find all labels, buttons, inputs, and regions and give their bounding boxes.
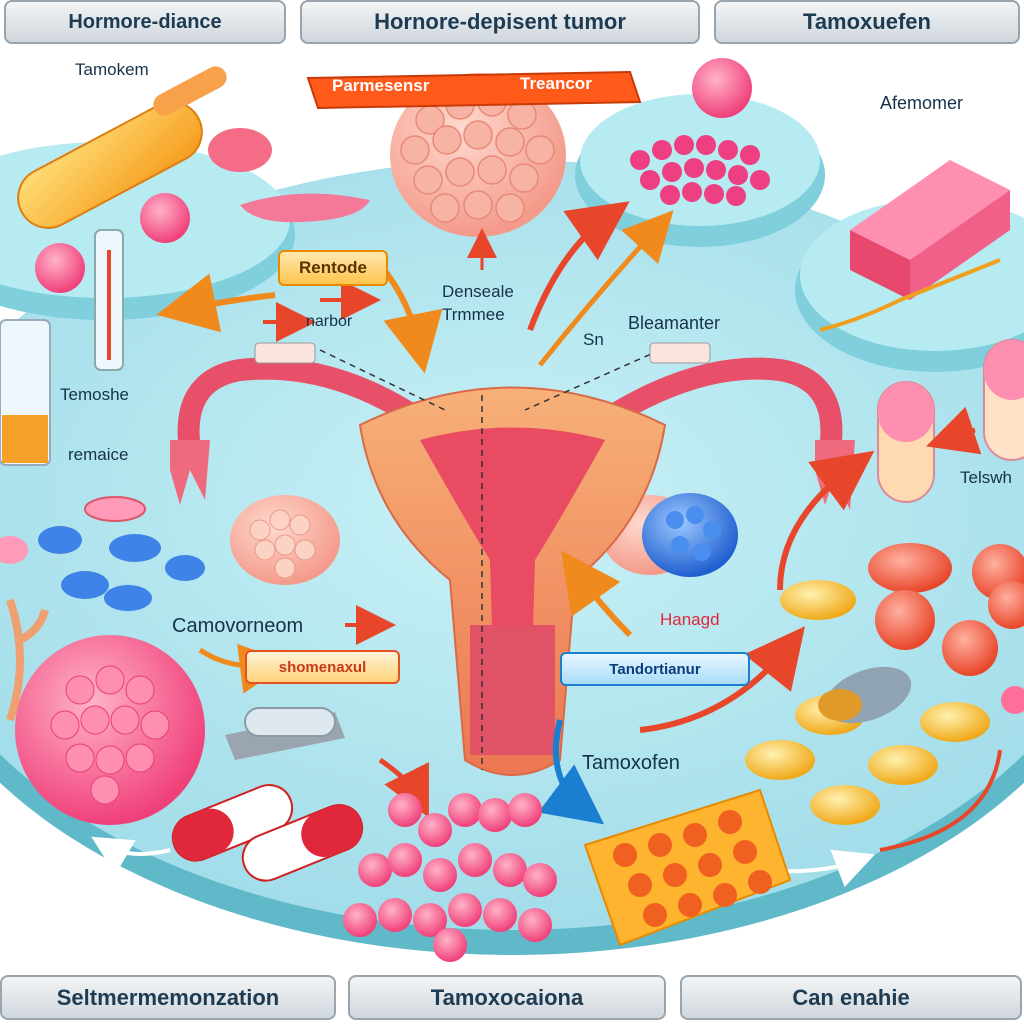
tumor-blue-icon — [642, 493, 738, 577]
cell-cluster-icon — [630, 135, 770, 206]
bottom-right-box[interactable]: Can enahie — [680, 975, 1022, 1020]
capsule-red-icon — [171, 784, 294, 862]
cell-ball-icon — [35, 243, 85, 293]
label-temoshe: Temoshe — [60, 385, 129, 404]
label-rentode[interactable]: Rentode — [278, 250, 388, 286]
pill-pile-icon — [343, 793, 557, 962]
label-tamoxofen: Tamoxofen — [582, 752, 680, 774]
ovary-right — [602, 493, 738, 577]
label-tandortianur[interactable]: Tandortianur — [560, 652, 750, 686]
tumor-large-icon — [15, 635, 205, 825]
label-afemomer: Afemomer — [880, 93, 964, 113]
top-right-box[interactable]: Tamoxuefen — [714, 0, 1020, 44]
nerve-icon — [6, 598, 49, 722]
top-right-label: Tamoxuefen — [803, 9, 931, 34]
softgel-icons — [745, 543, 1024, 825]
top-left-box[interactable]: Hormore-diance — [4, 0, 286, 44]
bottom-center-box[interactable]: Tamoxocaiona — [348, 975, 666, 1020]
tumor-cluster-icon — [390, 73, 566, 237]
arrow-orange — [538, 210, 674, 367]
cell-ball-icon — [140, 193, 190, 243]
top-center-box[interactable]: Hornore-depisent tumor — [300, 0, 700, 44]
label-remaice: remaice — [68, 445, 129, 464]
top-center-label: Hornore-depisent tumor — [374, 9, 626, 34]
label-sn: Sn — [583, 330, 604, 349]
tube-clip-icon — [254, 342, 316, 364]
top-left-label: Hormore-diance — [68, 10, 222, 33]
rod-capsule-icon — [17, 66, 227, 229]
blister-pack-icon — [583, 788, 792, 947]
bottom-right-label: Can enahie — [792, 984, 910, 1010]
label-trmmee: Trmmee — [442, 305, 505, 324]
tablet-blocks-icon — [850, 160, 1010, 300]
capsule-red-icon — [241, 804, 364, 882]
tissue-strip-icon — [240, 193, 370, 223]
hormone-sphere-icon — [692, 58, 752, 118]
pills-icon — [0, 496, 205, 611]
label-denseale: Denseale — [442, 282, 514, 301]
label-hanagd: Hanagd — [660, 610, 720, 629]
beaker-icon — [0, 319, 51, 466]
label-telswh: Telswh — [960, 468, 1012, 487]
arrow-orange — [156, 273, 276, 333]
fish-oil-icon — [818, 666, 912, 724]
arrow-orange — [561, 550, 633, 638]
arrow-red — [777, 450, 875, 591]
connector-line — [819, 258, 1001, 332]
banner-left-label: Parmesensr — [332, 76, 430, 95]
tube-clip-icon — [649, 342, 711, 364]
label-narbor: narbor — [306, 313, 353, 330]
tissue-blob-icon — [208, 128, 272, 172]
ovary-left — [230, 495, 340, 585]
uterus — [358, 386, 667, 776]
fallopian-tubes — [177, 357, 843, 461]
flow-arrow — [91, 836, 171, 875]
label-bleamanter: Bleamanter — [628, 313, 721, 333]
label-tamokem: Tamokem — [75, 60, 149, 79]
arrow-red — [527, 201, 630, 332]
thermometer-icon — [94, 229, 124, 371]
arrow-blue — [538, 719, 605, 825]
label-shomenaxul[interactable]: shomenaxul — [245, 650, 400, 684]
flow-arrow — [309, 123, 396, 162]
banner-right-label: Treancor — [520, 74, 592, 93]
bottom-center-label: Tamoxocaiona — [430, 984, 584, 1010]
arrow-red — [639, 626, 805, 733]
bottom-left-label: Seltmermemonzation — [56, 984, 280, 1010]
tablet-icon — [225, 707, 345, 760]
banner-ribbon — [306, 70, 642, 110]
label-camovorneom: Camovorneom — [172, 615, 304, 637]
bottom-left-box[interactable]: Seltmermemonzation — [0, 975, 336, 1020]
flow-arrow — [839, 134, 903, 175]
